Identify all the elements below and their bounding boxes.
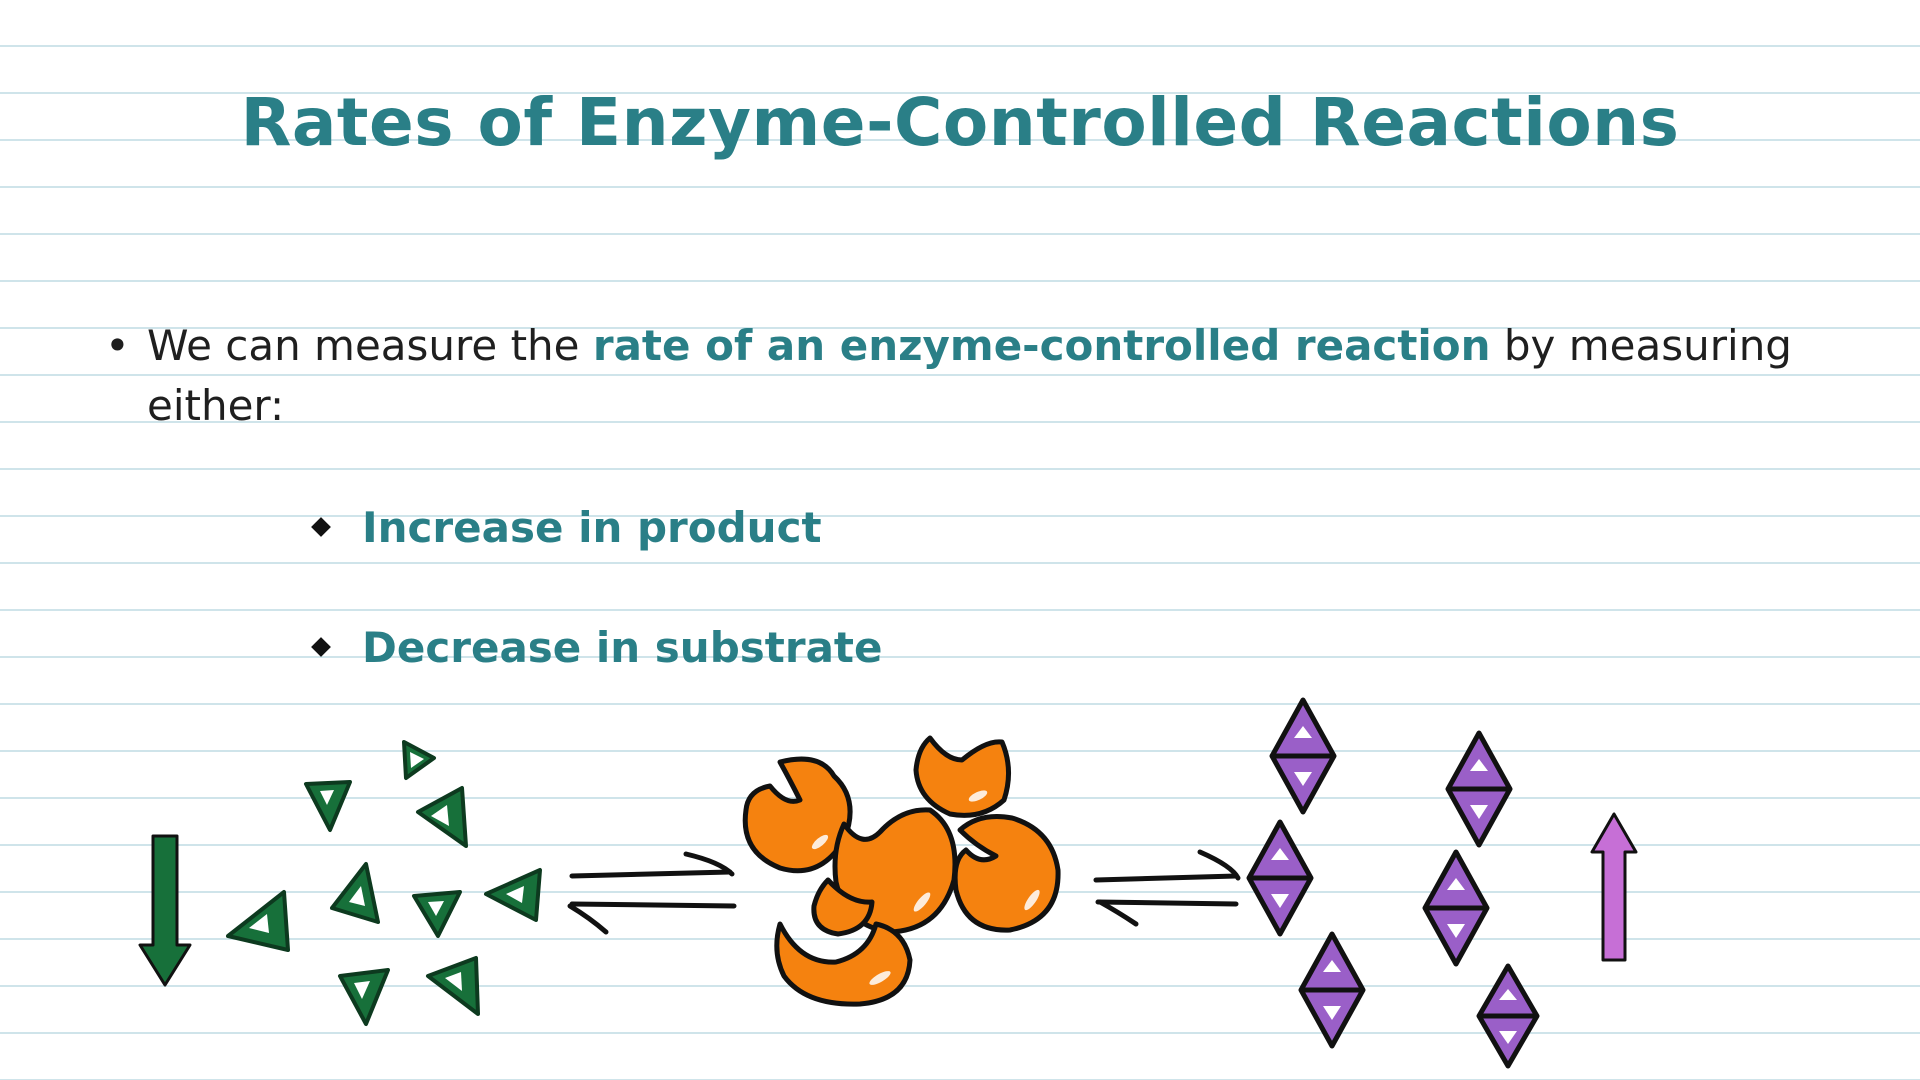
bullet-text-highlight: rate of an enzyme-controlled reaction	[592, 321, 1491, 370]
product-diamond-icon	[1476, 963, 1540, 1069]
substrate-triangle-icon	[226, 890, 290, 952]
substrate-triangle-icon	[426, 956, 480, 1016]
substrate-triangle-icon	[304, 780, 352, 832]
product-diamond-icon	[1269, 697, 1337, 815]
substrate-triangle-icon	[484, 868, 542, 922]
substrate-triangle-icon	[416, 786, 468, 848]
enzyme-icon	[952, 814, 1061, 933]
slide-title: Rates of Enzyme-Controlled Reactions	[240, 84, 1680, 161]
up-arrow-icon	[1590, 812, 1638, 962]
substrate-triangle-icon	[330, 862, 380, 924]
substrate-triangle-icon	[338, 968, 390, 1026]
enzyme-icon	[774, 921, 913, 1007]
product-diamond-icon	[1246, 819, 1314, 937]
enzyme-icon	[811, 877, 875, 937]
sub-point-label: Decrease in substrate	[362, 623, 883, 672]
equilibrium-arrows-icon	[1093, 849, 1241, 927]
product-diamond-icon	[1298, 931, 1366, 1049]
sub-point-label: Increase in product	[362, 503, 822, 552]
substrate-triangle-icon	[412, 890, 462, 938]
equilibrium-arrows-icon	[567, 851, 737, 935]
bullet-text-before: We can measure the	[147, 321, 593, 370]
substrate-molecules	[226, 740, 542, 1026]
enzyme-highlights	[811, 790, 1040, 985]
bullet-text-after: by measuring either:	[147, 321, 1792, 430]
bullet-text: We can measure the rate of an enzyme-con…	[147, 316, 1797, 436]
product-diamond-icon	[1422, 849, 1490, 967]
product-molecules	[1246, 697, 1540, 1069]
substrate-triangle-icon	[402, 740, 436, 780]
enzyme-molecules	[742, 735, 1061, 1007]
product-diamond-icon	[1445, 730, 1513, 848]
bullet-dot-icon: •	[105, 321, 130, 370]
down-arrow-icon	[138, 834, 192, 987]
enzyme-icon	[913, 735, 1011, 818]
